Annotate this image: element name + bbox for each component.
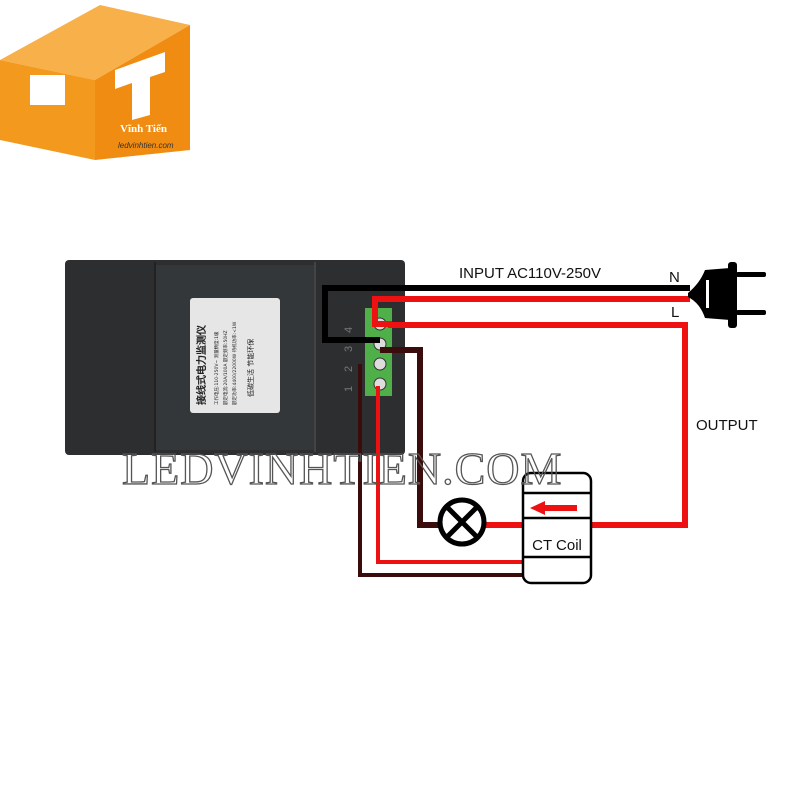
logo-site: ledvinhtien.com [118,141,174,150]
output-label: OUTPUT [696,417,758,434]
terminal-number-4: 4 [343,327,355,333]
svg-text:额定功率:4400/22000W 待机功率:<1W: 额定功率:4400/22000W 待机功率:<1W [231,321,238,405]
spec-label [190,298,280,413]
svg-text:接线式电力监测仪: 接线式电力监测仪 [195,324,208,405]
neutral-wire [322,285,690,343]
svg-text:额定电流:20A/100A 额定频率:50HZ: 额定电流:20A/100A 额定频率:50HZ [222,330,229,405]
spec-label-text: 接线式电力监测仪 工作电压:110-250V~ 测量精度:1级 额定电流:20A… [195,321,255,405]
plug-icon [688,262,766,328]
live-label: L [671,304,679,321]
current-direction-arrow-icon [530,501,577,515]
terminal-number-1: 1 [343,386,355,392]
ct-coil: CT Coil [521,471,593,585]
live-wire [372,296,690,327]
ct-wire-2 [358,364,522,577]
terminal-number-2: 2 [343,366,355,372]
svg-text:工作电压:110-250V~ 测量精度:1级: 工作电压:110-250V~ 测量精度:1级 [213,331,220,405]
terminal-number-3: 3 [343,346,355,352]
ct-wire-1 [376,386,522,564]
load-neutral-wire [380,347,440,528]
ct-coil-label: CT Coil [532,537,582,554]
logo: Vĩnh Tiến ledvinhtien.com [0,5,190,160]
input-label: INPUT AC110V-250V [459,265,601,282]
power-meter-device: 接线式电力监测仪 工作电压:110-250V~ 测量精度:1级 额定电流:20A… [65,260,405,455]
watermark: LEDVINHTIEN.COM [122,443,562,494]
neutral-label: N [669,269,680,286]
svg-text:低碳生活 节能环保: 低碳生活 节能环保 [246,339,255,397]
lamp-icon [437,497,487,547]
logo-brand: Vĩnh Tiến [120,123,167,135]
